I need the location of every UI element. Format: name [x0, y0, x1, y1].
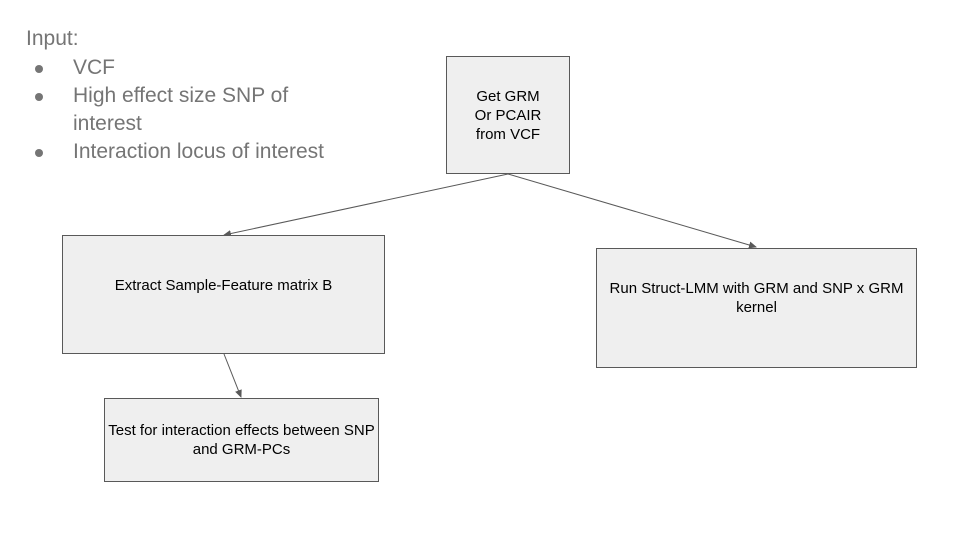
node-struct-lmm: Run Struct-LMM with GRM and SNP x GRM ke… — [596, 248, 917, 368]
input-item-label: Interaction locus of interest — [73, 140, 324, 163]
input-title: Input: — [26, 27, 79, 50]
bullet-icon — [35, 149, 43, 157]
node-test-interaction: Test for interaction effects between SNP… — [104, 398, 379, 482]
node-test-interaction-label: Test for interaction effects between SNP… — [108, 422, 375, 458]
input-item-locus: Interaction locus of interest — [26, 138, 343, 166]
bullet-icon — [35, 65, 43, 73]
bullet-icon — [35, 93, 43, 101]
node-get-grm: Get GRM Or PCAIR from VCF — [446, 56, 570, 174]
arrow-grm-to-struct-lmm — [507, 173, 757, 249]
node-struct-lmm-label: Run Struct-LMM with GRM and SNP x GRM ke… — [609, 280, 904, 316]
node-extract-matrix-label: Extract Sample-Feature matrix B — [114, 277, 333, 294]
input-item-label: VCF — [73, 56, 115, 79]
input-item-snp: High effect size SNP of interest — [26, 82, 343, 138]
input-list: VCF High effect size SNP of interest Int… — [26, 54, 406, 166]
arrow-grm-to-extract — [223, 173, 509, 237]
node-extract-matrix: Extract Sample-Feature matrix B — [62, 235, 385, 354]
arrow-extract-to-test — [223, 353, 242, 398]
input-item-vcf: VCF — [26, 54, 343, 82]
node-get-grm-label: Get GRM Or PCAIR from VCF — [474, 87, 542, 143]
input-item-label: High effect size SNP of interest — [73, 84, 289, 135]
input-block: Input: VCF High effect size SNP of inter… — [26, 26, 406, 166]
